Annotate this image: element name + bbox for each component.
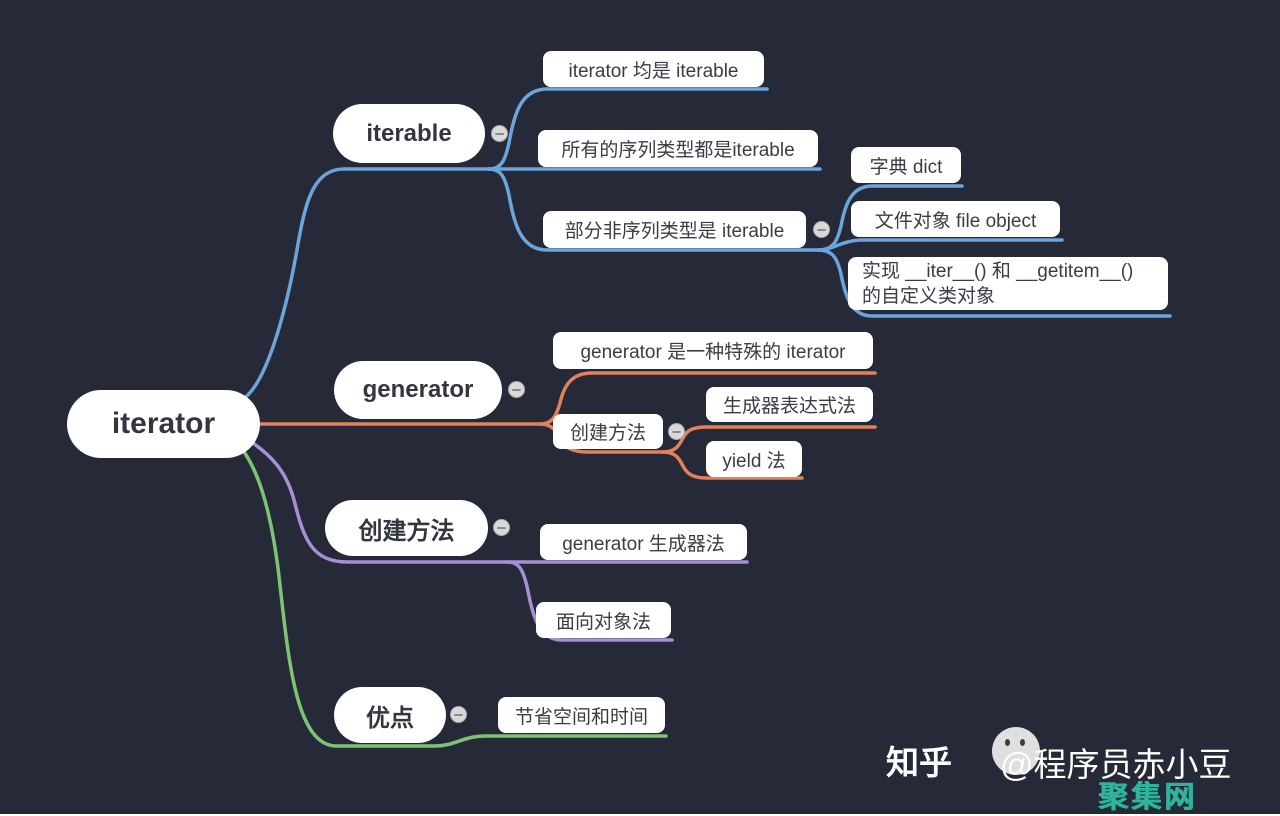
watermark-author: @程序员赤小豆 xyxy=(1000,746,1232,783)
node-file-object[interactable]: 文件对象 file object xyxy=(851,201,1060,237)
topic-iterable-label: iterable xyxy=(366,119,452,147)
node-some-nonsequence-iterable[interactable]: 部分非序列类型是 iterable xyxy=(543,211,806,248)
topic-generator[interactable]: generator xyxy=(334,361,502,419)
node-generator-special-iterator[interactable]: generator 是一种特殊的 iterator xyxy=(553,332,873,369)
line-create-child-yield xyxy=(661,450,804,480)
node-generator-create-method[interactable]: 创建方法 xyxy=(553,414,663,449)
node-oop-method[interactable]: 面向对象法 xyxy=(536,602,671,638)
line-iterable-child-3 xyxy=(487,167,820,252)
avatar-eye-icon xyxy=(1020,739,1025,746)
topic-iterable[interactable]: iterable xyxy=(333,104,485,163)
node-label: iterator 均是 iterable xyxy=(568,60,739,82)
author-avatar-icon xyxy=(992,727,1040,775)
line-create-child-expr xyxy=(661,425,877,454)
node-label: 面向对象法 xyxy=(555,611,651,633)
collapse-minus-button-merit[interactable] xyxy=(450,706,467,723)
collapse-minus-button-topic-create[interactable] xyxy=(493,519,510,536)
root-topic-iterator[interactable]: iterator xyxy=(67,390,260,458)
avatar-eye-icon xyxy=(1005,739,1010,746)
node-label: 节省空间和时间 xyxy=(514,706,648,728)
topic-generator-label: generator xyxy=(362,376,474,403)
line-root-to-merit xyxy=(237,443,668,748)
topic-merit-label: 优点 xyxy=(366,704,414,732)
node-label: 文件对象 file object xyxy=(874,210,1037,232)
node-iterator-is-iterable[interactable]: iterator 均是 iterable xyxy=(543,51,764,87)
collapse-minus-button-nonsequence[interactable] xyxy=(813,221,830,238)
node-generator-method[interactable]: generator 生成器法 xyxy=(540,524,747,560)
topic-create-method-label: 创建方法 xyxy=(358,517,455,545)
line-iterable-child-1 xyxy=(487,87,769,171)
topic-create-method[interactable]: 创建方法 xyxy=(325,500,488,556)
node-save-space-time[interactable]: 节省空间和时间 xyxy=(498,697,665,733)
root-topic-label: iterator xyxy=(111,407,216,440)
line-generator-child-1 xyxy=(538,371,877,426)
node-label-line1: 实现 __iter__() 和 __getitem__() xyxy=(862,260,1134,282)
node-custom-class-object[interactable]: 实现 __iter__() 和 __getitem__() 的自定义类对象 xyxy=(848,257,1168,310)
node-label: generator 生成器法 xyxy=(562,533,725,555)
collapse-minus-button-create-method[interactable] xyxy=(668,423,685,440)
node-label: 创建方法 xyxy=(569,423,646,444)
node-label: 字典 dict xyxy=(869,156,943,178)
node-yield-method[interactable]: yield 法 xyxy=(706,441,802,477)
node-all-sequence-iterable[interactable]: 所有的序列类型都是iterable xyxy=(538,130,818,167)
node-dict[interactable]: 字典 dict xyxy=(851,147,961,183)
watermark-badge: 聚集网 xyxy=(1098,781,1197,814)
node-label: yield 法 xyxy=(722,450,786,472)
node-label: generator 是一种特殊的 iterator xyxy=(580,342,846,363)
watermark-source: 知乎 xyxy=(886,744,952,781)
line-root-to-iterable xyxy=(241,167,491,401)
node-label-line2: 的自定义类对象 xyxy=(862,285,996,307)
node-label: 生成器表达式法 xyxy=(722,396,856,417)
line-nonseq-child-file xyxy=(816,238,1064,252)
collapse-minus-button-iterable[interactable] xyxy=(491,125,508,142)
topic-merit[interactable]: 优点 xyxy=(334,687,446,743)
line-nonseq-child-impl xyxy=(816,248,1172,318)
node-label: 所有的序列类型都是iterable xyxy=(561,140,795,161)
line-root-to-create xyxy=(245,437,749,564)
node-generator-expression[interactable]: 生成器表达式法 xyxy=(706,387,873,422)
collapse-minus-button-generator[interactable] xyxy=(508,381,525,398)
node-label: 部分非序列类型是 iterable xyxy=(564,221,785,242)
